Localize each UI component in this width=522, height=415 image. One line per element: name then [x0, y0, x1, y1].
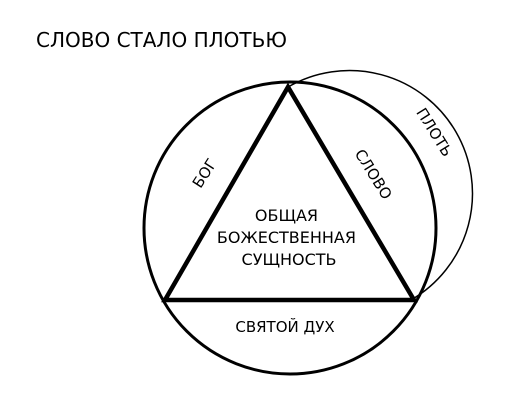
label-word: СЛОВО: [351, 146, 396, 203]
common-essence-line: СУЩНОСТЬ: [242, 250, 337, 269]
flesh-circle: [287, 69, 474, 301]
common-essence-line: БОЖЕСТВЕННАЯ: [217, 228, 356, 247]
diagram-title: СЛОВО СТАЛО ПЛОТЬЮ: [36, 28, 287, 52]
label-flesh: ПЛОТЬ: [412, 105, 456, 160]
label-god: БОГ: [189, 155, 221, 191]
divine-circle: [142, 80, 438, 376]
trinity-triangle: [161, 82, 418, 303]
common-essence-line: ОБЩАЯ: [255, 206, 318, 225]
label-common-essence: ОБЩАЯ БОЖЕСТВЕННАЯ СУЩНОСТЬ: [217, 206, 361, 269]
label-holy-spirit: СВЯТОЙ ДУХ: [235, 317, 334, 336]
